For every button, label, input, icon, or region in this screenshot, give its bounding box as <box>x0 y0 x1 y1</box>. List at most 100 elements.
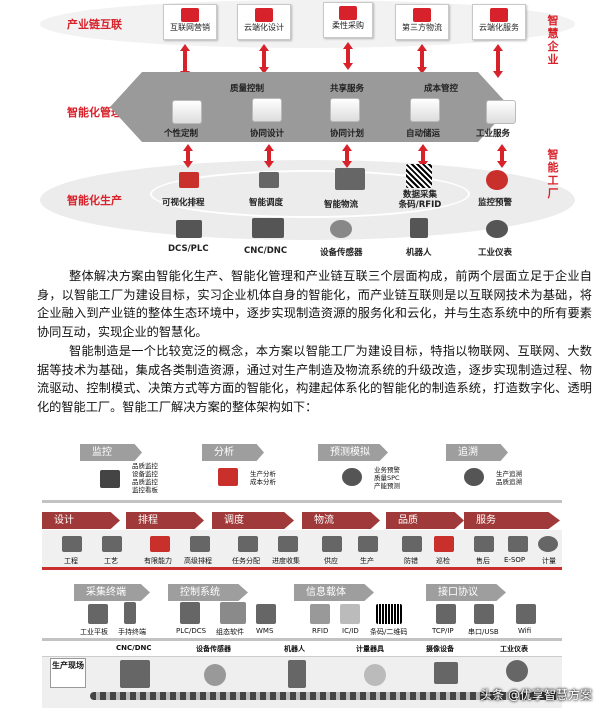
camera-icon <box>434 662 458 684</box>
supply-icon <box>322 536 342 552</box>
item-supply: 供应 <box>324 557 338 565</box>
item-ic-id: IC/ID <box>342 627 359 635</box>
double-arrow-icon <box>342 144 352 168</box>
tag-control-system: 控制系统 <box>168 584 248 601</box>
level-manage-label: 智能化管理 <box>67 106 122 119</box>
sensor-icon <box>330 220 352 238</box>
box-cloud-service: 云端化服务 <box>472 4 526 40</box>
item-inspect: 巡检 <box>436 557 450 565</box>
double-arrow-icon <box>417 44 427 74</box>
site-meter-label: 计量器具 <box>356 645 384 653</box>
robot-icon <box>410 218 428 238</box>
analysis-items: 生产分析 成本分析 <box>250 470 276 486</box>
box-label: 云端化服务 <box>479 23 519 32</box>
trace-item: 生产追溯 <box>496 470 522 478</box>
tag-interface: 接口协议 <box>426 584 506 601</box>
item-wifi: Wifi <box>518 627 532 635</box>
trace-items: 生产追溯 品质追溯 <box>496 470 522 486</box>
item-meter: 计量 <box>542 557 556 565</box>
tag-info-carrier: 信息载体 <box>294 584 374 601</box>
side-enterprise-label: 智慧企业 <box>547 14 559 66</box>
service-icon <box>490 8 508 22</box>
collab-plan-icon <box>330 98 360 122</box>
tag-logistics: 物流 <box>302 512 380 529</box>
double-arrow-icon <box>497 144 507 168</box>
label-quality-control: 质量控制 <box>230 84 265 94</box>
marketing-icon <box>181 8 199 22</box>
item-capacity: 有限能力 <box>144 557 172 565</box>
row3-band <box>42 638 562 641</box>
tag-analysis: 分析 <box>202 444 264 461</box>
item-after-sale: 售后 <box>476 557 490 565</box>
item-error-proof: 防错 <box>404 557 418 565</box>
double-arrow-icon <box>493 44 503 78</box>
bottom-monitor-warn: 监控预警 <box>478 198 513 208</box>
monitor-item: 品质监控 <box>132 478 158 486</box>
after-sale-icon <box>474 536 494 552</box>
mid-auto-storage: 自动储运 <box>406 129 441 139</box>
device-cnc-dnc: CNC/DNC <box>244 246 288 256</box>
ic-card-icon <box>340 604 360 624</box>
tag-design: 设计 <box>42 512 120 529</box>
architecture-diagram-2: 监控 分析 预测模拟 追溯 品质监控 设备监控 品质监控 监控看板 生产分析 成… <box>40 438 565 711</box>
sensor-icon <box>204 664 226 686</box>
tag-monitor: 监控 <box>80 444 142 461</box>
design-icon <box>255 8 273 22</box>
barcode-icon <box>376 604 402 624</box>
item-engineering: 工程 <box>64 557 78 565</box>
dispatch-icon <box>259 172 279 188</box>
trace-item: 品质追溯 <box>496 478 522 486</box>
handheld-icon <box>124 602 136 624</box>
item-barcode: 条码/二维码 <box>370 628 408 636</box>
double-arrow-icon <box>259 44 269 74</box>
gauge-icon <box>486 170 508 190</box>
conveyor-belt <box>90 692 560 700</box>
bottom-smart-logistics: 智能物流 <box>324 200 359 210</box>
label-shared-service: 共享服务 <box>330 84 365 94</box>
level-produce-label: 智能化生产 <box>67 194 122 207</box>
item-tablet: 工业平板 <box>80 628 108 636</box>
box-label: 柔性采购 <box>332 21 364 30</box>
bottom-visual-schedule: 可视化排程 <box>162 198 205 208</box>
monitor-item: 设备监控 <box>132 470 158 478</box>
monitor-screen-icon <box>100 470 120 488</box>
site-instrument-label: 工业仪表 <box>500 645 528 653</box>
industrial-service-icon <box>486 100 516 124</box>
double-arrow-icon <box>264 144 274 168</box>
tag-service: 服务 <box>464 512 560 529</box>
mid-collab-design: 协同设计 <box>250 129 285 139</box>
gauge-icon <box>506 660 528 682</box>
item-production: 生产 <box>360 557 374 565</box>
box-cloud-design: 云端化设计 <box>237 4 291 40</box>
esop-icon <box>508 536 528 552</box>
label-cost-control: 成本管控 <box>424 84 459 94</box>
plc-icon <box>180 602 200 624</box>
item-task: 任务分配 <box>232 557 260 565</box>
instrument-icon <box>486 220 508 238</box>
plc-cabinet-icon <box>176 220 202 238</box>
advanced-schedule-icon <box>190 536 210 552</box>
item-esop: E-SOP <box>504 556 526 564</box>
purchase-icon <box>339 6 357 20</box>
watermark: 头条 @优享智慧方案 <box>480 688 592 702</box>
predict-item: 质量SPC <box>374 474 400 482</box>
site-camera-label: 摄像设备 <box>426 645 454 653</box>
site-robot-label: 机器人 <box>284 645 305 653</box>
device-sensor: 设备传感器 <box>320 248 363 258</box>
cnc-machine-icon <box>120 660 150 688</box>
mid-custom: 个性定制 <box>164 129 199 139</box>
item-handheld: 手持终端 <box>118 628 146 636</box>
predict-globe-icon <box>342 468 362 486</box>
logistics-truck-icon <box>335 168 365 190</box>
box-flexible-purchase: 柔性采购 <box>323 2 373 38</box>
paragraph-smart-manufacturing: 智能制造是一个比较宽泛的概念，本方案以智能工厂为建设目标，特指以物联网、互联网、… <box>37 344 592 414</box>
item-process: 工艺 <box>104 557 118 565</box>
capacity-icon <box>150 536 170 552</box>
site-cnc-label: CNC/DNC <box>116 644 152 652</box>
predict-item: 产能预测 <box>374 482 400 490</box>
inspect-icon <box>434 536 454 552</box>
item-serial-usb: 串口/USB <box>468 628 499 636</box>
logistics-icon <box>413 8 431 22</box>
box-label: 云端化设计 <box>244 23 284 32</box>
predict-items: 业务预警 质量SPC 产能预测 <box>374 466 400 490</box>
